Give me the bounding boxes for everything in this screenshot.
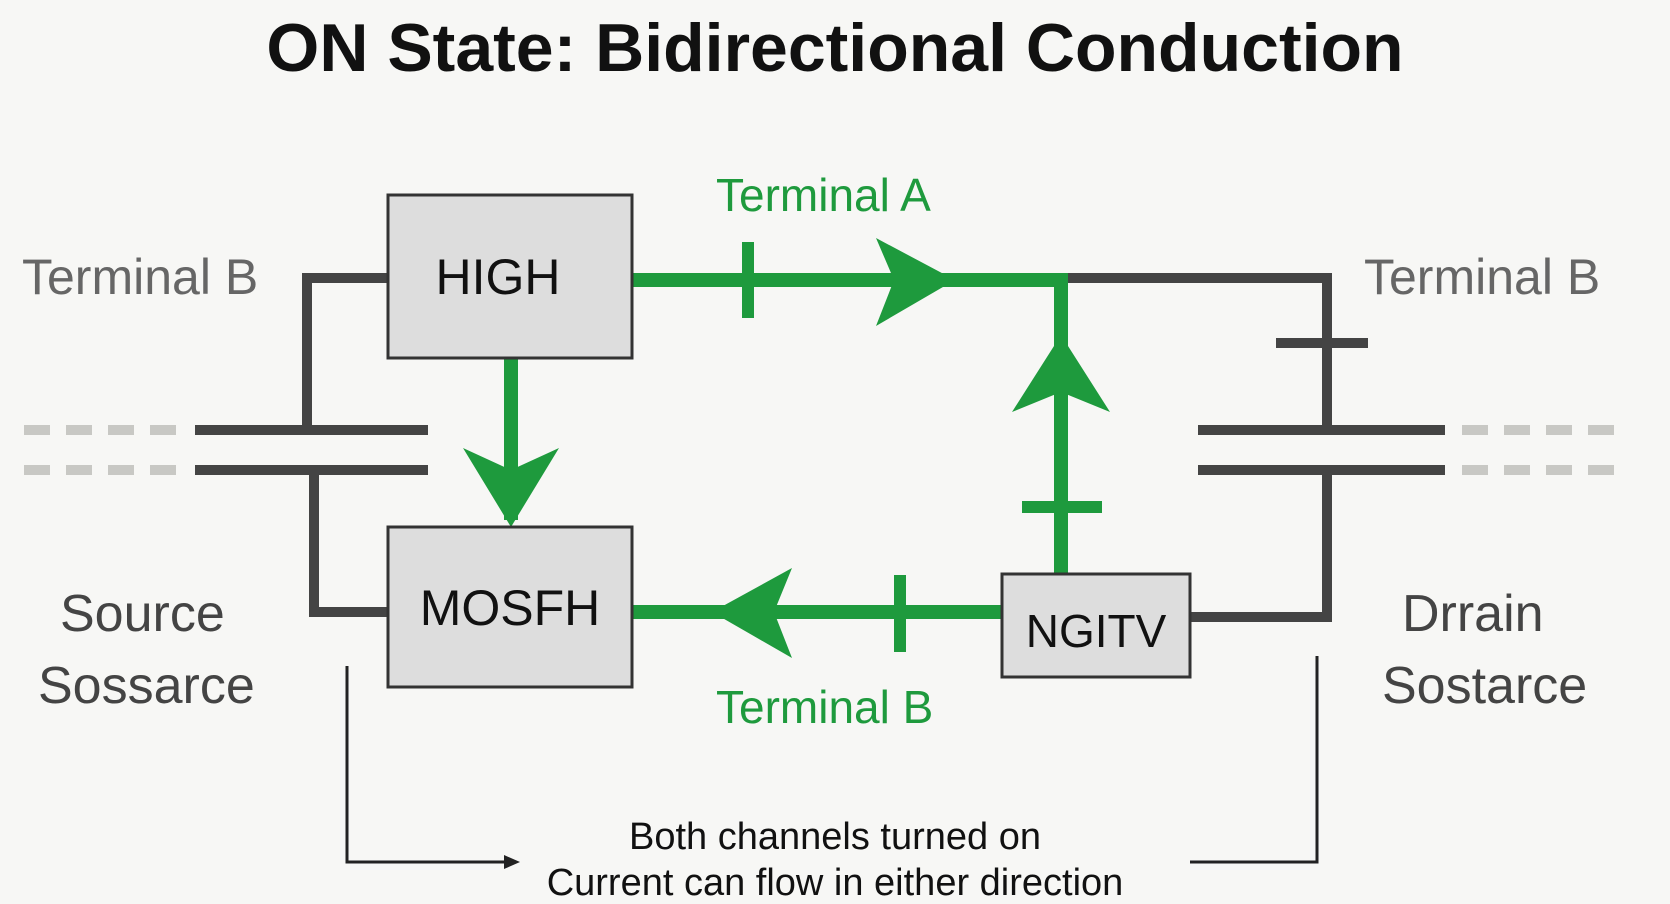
mosfh-box [386,525,634,689]
footer-bracket [345,656,1319,864]
source-label-line1: Source [60,585,225,643]
dashed-lines [24,425,1620,475]
drain-label-line2: Sostarce [1382,657,1588,715]
arrow-down-icon [463,448,559,527]
right-bottom-wire [1190,470,1332,622]
component-boxes [386,193,1192,689]
ngitv-box-label: NGITV [1025,605,1167,657]
high-box [386,193,634,360]
mosfh-box-label: MOSFH [419,580,601,636]
current-path [504,242,1102,652]
terminal-b-bottom-label: Terminal B [716,681,934,733]
arrow-right-icon [876,238,955,326]
footer-line2: Current can flow in either direction [546,862,1124,904]
gray-wiring [195,273,1445,622]
terminal-b-left-label: Terminal B [22,249,259,305]
drain-label-line1: Drrain [1402,585,1544,643]
arrow-up-icon [1012,335,1110,412]
high-box-label: HIGH [435,249,561,305]
left-bottom-wire [309,470,388,617]
current-arrows [463,238,1110,658]
left-bracket [345,666,508,864]
source-label-line2: Sossarce [38,657,255,715]
bracket-arrow-icon [504,855,520,869]
page-title: ON State: Bidirectional Conduction [266,10,1404,86]
arrow-left-icon [712,568,792,658]
right-top-wire [1063,273,1332,430]
footer-line1: Both channels turned on [629,816,1041,858]
ngitv-box [1000,572,1192,679]
right-bracket [1190,656,1319,864]
left-top-wire [302,273,388,430]
terminal-b-right-label: Terminal B [1364,249,1601,305]
terminal-a-label: Terminal A [716,169,931,221]
